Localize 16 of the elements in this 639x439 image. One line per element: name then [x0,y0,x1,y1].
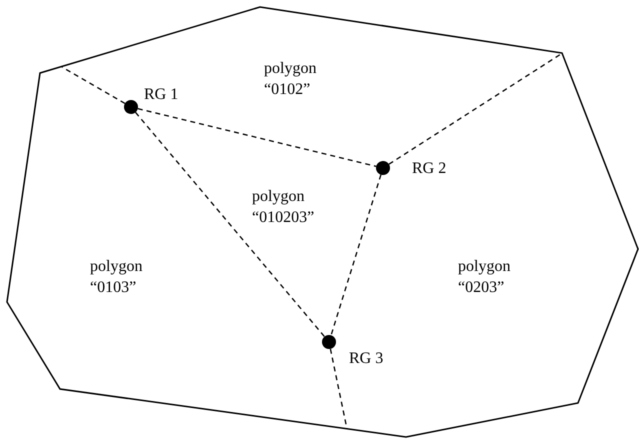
region-label: polygon “0203” [458,257,512,298]
dashed-line [388,53,562,165]
dashed-line [62,66,126,104]
region-label: polygon “010203” [252,187,312,228]
point-label: RG 2 [412,159,446,179]
region-label: polygon “0102” [264,59,318,100]
point-marker [124,100,138,114]
region-label: polygon “0103” [90,257,144,298]
point-label: RG 3 [349,349,384,369]
dashed-line [135,112,325,338]
point-label: RG 1 [144,85,178,105]
point-marker [322,335,336,349]
dashed-line [330,174,382,336]
boundary-polygon [7,7,638,437]
dashed-line [138,108,376,167]
point-marker [376,161,390,175]
